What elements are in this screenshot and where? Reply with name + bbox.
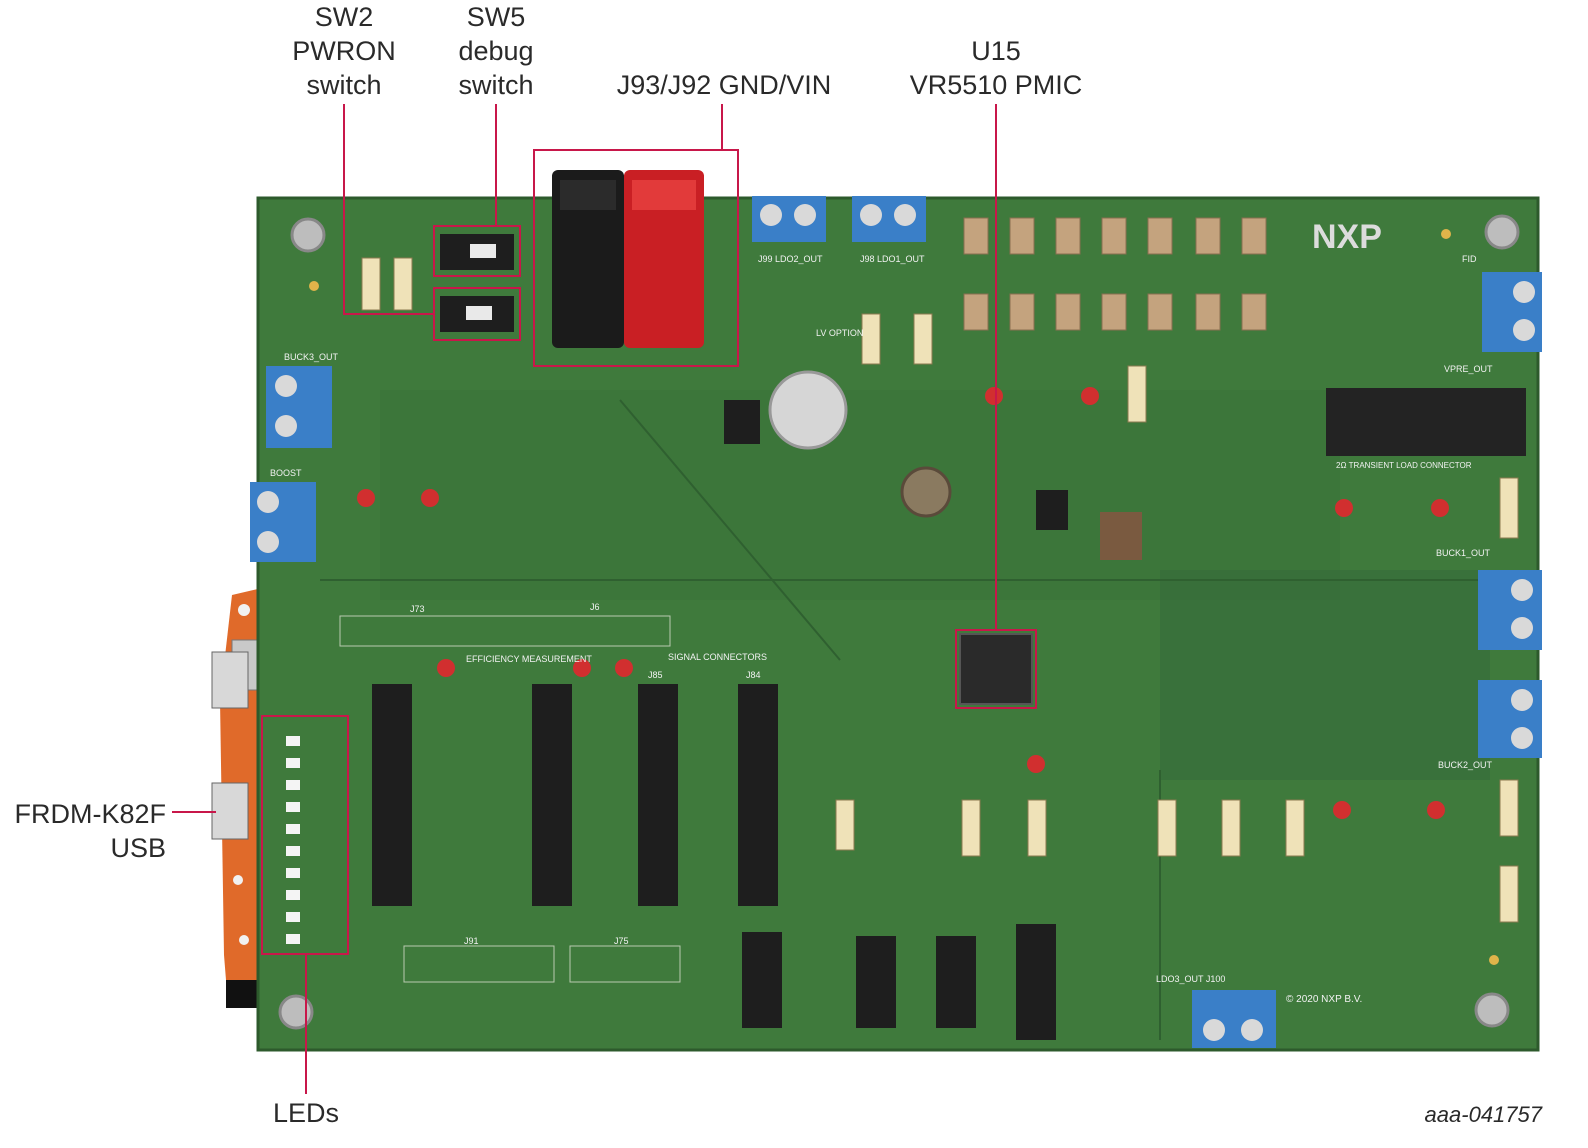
inductor-l7 bbox=[1100, 512, 1142, 560]
led-column bbox=[286, 736, 300, 944]
jumpers bbox=[361, 257, 1519, 923]
silk-lv-option: LV OPTION bbox=[816, 328, 863, 338]
callout-u15-line1: U15 bbox=[971, 36, 1021, 66]
sw2-leader bbox=[343, 104, 434, 315]
electrolytic-capacitor bbox=[768, 370, 848, 450]
silk-j85: J85 bbox=[648, 670, 663, 680]
figure-id: aaa-041757 bbox=[1424, 1102, 1542, 1127]
fiducial bbox=[309, 281, 319, 291]
callout-j93-j92: J93/J92 GND/VIN bbox=[596, 68, 852, 102]
silk-efficiency: EFFICIENCY MEASUREMENT bbox=[466, 654, 592, 664]
copyright-silk: © 2020 NXP B.V. bbox=[1286, 994, 1362, 1005]
silk-buck3: BUCK3_OUT bbox=[284, 352, 339, 362]
silk-j75: J75 bbox=[614, 936, 629, 946]
red-test-points bbox=[357, 387, 1449, 819]
ic bbox=[1036, 490, 1068, 530]
callout-frdm-usb: FRDM-K82F USB bbox=[0, 797, 166, 865]
j93-j92-highlight-box bbox=[533, 149, 739, 367]
callout-sw5: SW5 debug switch bbox=[440, 0, 552, 102]
callout-sw2-line3: switch bbox=[306, 70, 382, 100]
pin-headers bbox=[372, 684, 1056, 1040]
callout-leds: LEDs bbox=[256, 1096, 356, 1130]
callout-sw2: SW2 PWRON switch bbox=[282, 0, 406, 102]
silk-fid: FID bbox=[1462, 254, 1477, 264]
inductor bbox=[900, 466, 952, 518]
silk-j73: J73 bbox=[410, 604, 425, 614]
u15-pmic-chip bbox=[959, 633, 1033, 705]
silk-buck1: BUCK1_OUT bbox=[1436, 548, 1491, 558]
fiducial bbox=[1489, 955, 1499, 965]
callout-frdm-line1: FRDM-K82F bbox=[14, 799, 166, 829]
callout-sw2-line2: PWRON bbox=[292, 36, 396, 66]
silk-j99: J99 LDO2_OUT bbox=[758, 254, 823, 264]
callout-frdm-line2: USB bbox=[110, 833, 166, 863]
ic bbox=[724, 400, 760, 444]
silk-vpre: VPRE_OUT bbox=[1444, 364, 1493, 374]
callout-u15-line2: VR5510 PMIC bbox=[909, 70, 1083, 100]
callout-sw5-line3: switch bbox=[458, 70, 534, 100]
nxp-logo: NXP bbox=[1312, 218, 1382, 256]
test-pads bbox=[963, 217, 1267, 331]
screw-terminals bbox=[250, 196, 1542, 1048]
silk-signal: SIGNAL CONNECTORS bbox=[668, 652, 767, 662]
callout-j93-line1: J93/J92 GND/VIN bbox=[616, 70, 832, 100]
silk-j91: J91 bbox=[464, 936, 479, 946]
silk-transient: 2Ω TRANSIENT LOAD CONNECTOR bbox=[1336, 461, 1472, 470]
sw5-highlight-box bbox=[433, 225, 521, 277]
silk-j84: J84 bbox=[746, 670, 761, 680]
callout-leds-line1: LEDs bbox=[272, 1098, 340, 1128]
silk-buck2: BUCK2_OUT bbox=[1438, 760, 1493, 770]
callout-sw2-line1: SW2 bbox=[314, 2, 374, 32]
mounting-holes bbox=[278, 214, 1520, 1030]
silk-ldo3: LDO3_OUT J100 bbox=[1156, 974, 1225, 984]
silk-j98: J98 LDO1_OUT bbox=[860, 254, 925, 264]
callout-u15: U15 VR5510 PMIC bbox=[890, 34, 1102, 102]
callout-sw5-line2: debug bbox=[458, 36, 534, 66]
callout-sw5-line1: SW5 bbox=[466, 2, 526, 32]
leader-lines bbox=[172, 104, 997, 1094]
banana-jacks bbox=[552, 170, 704, 348]
pad-rows bbox=[339, 615, 681, 983]
fiducial bbox=[1441, 229, 1451, 239]
frdm-k82f-board bbox=[211, 588, 262, 1008]
silk-j6: J6 bbox=[590, 602, 600, 612]
transient-load-connector bbox=[1326, 388, 1526, 456]
silk-boost: BOOST bbox=[270, 468, 302, 478]
